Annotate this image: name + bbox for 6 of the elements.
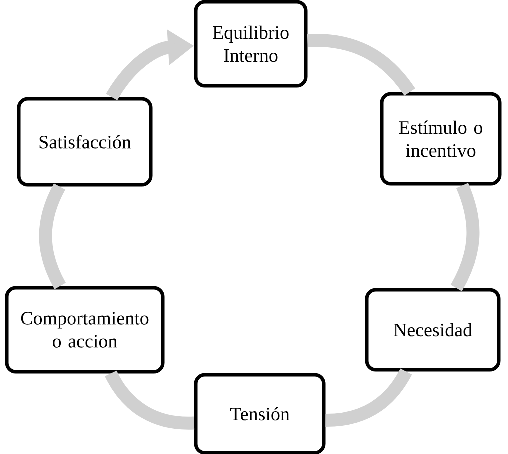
process-box: Satisfacción [17,97,153,187]
process-box: Estímulo o incentivo [380,92,502,186]
process-box: Comportamiento o accion [5,286,165,374]
process-box: Tensión [194,373,326,454]
process-box: Equilibrio Interno [194,0,308,88]
process-box: Necesidad [365,288,501,372]
